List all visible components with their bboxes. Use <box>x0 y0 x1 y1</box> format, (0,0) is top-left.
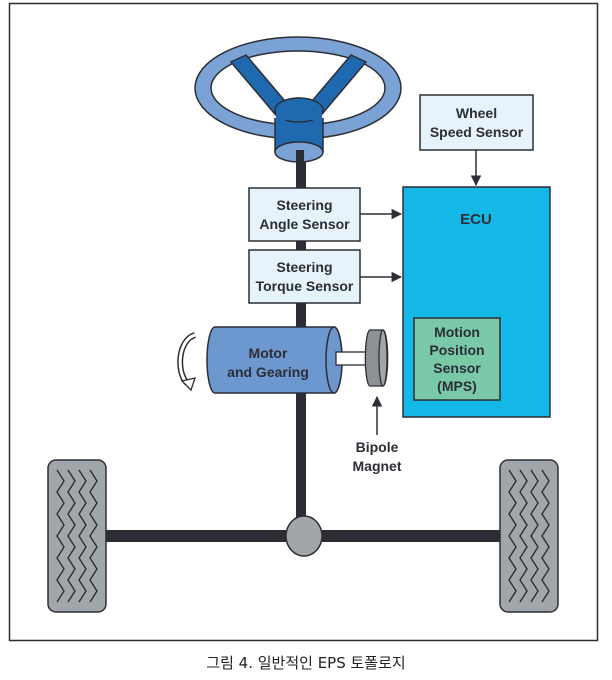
motor-and-gearing: Motor and Gearing <box>206 326 369 394</box>
wheel-speed-sensor: Wheel Speed Sensor <box>419 94 534 151</box>
steering-wheel <box>194 36 402 190</box>
rotation-arrow-icon <box>177 332 197 392</box>
motor-line1: Motor <box>249 345 288 361</box>
steering-torque-sensor-line2: Torque Sensor <box>256 278 354 294</box>
steering-torque-sensor-line1: Steering <box>276 259 332 275</box>
steering-torque-sensor: Steering Torque Sensor <box>248 249 361 304</box>
steering-angle-sensor-line1: Steering <box>276 197 332 213</box>
figure-caption: 그림 4. 일반적인 EPS 토폴로지 <box>206 654 405 672</box>
motor-line2: and Gearing <box>227 364 309 380</box>
mps-line4: (MPS) <box>437 378 477 394</box>
left-tire <box>47 459 107 613</box>
mps-line2: Position <box>429 342 484 358</box>
mps-line1: Motion <box>434 324 480 340</box>
wheel-speed-sensor-line2: Speed Sensor <box>430 124 524 140</box>
ecu-block: ECU Motion Position Sensor (MPS) <box>402 186 551 418</box>
bipole-magnet-line2: Magnet <box>353 458 402 474</box>
bipole-magnet <box>364 329 389 387</box>
right-tire <box>499 459 559 613</box>
wheel-speed-sensor-line1: Wheel <box>456 105 497 121</box>
motion-position-sensor: Motion Position Sensor (MPS) <box>413 317 501 401</box>
steering-angle-sensor-line2: Angle Sensor <box>259 216 350 232</box>
pinion-joint <box>285 515 323 557</box>
steering-angle-sensor: Steering Angle Sensor <box>248 187 361 242</box>
mps-line3: Sensor <box>433 360 481 376</box>
bipole-magnet-line1: Bipole <box>356 439 399 455</box>
ecu-label: ECU <box>460 211 492 228</box>
